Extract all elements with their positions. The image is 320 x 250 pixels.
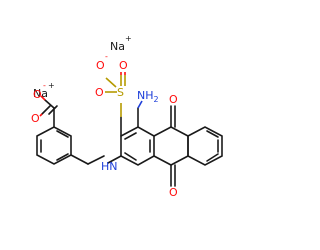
sulfonate-group: O - O O S	[95, 52, 128, 99]
bond-skeleton	[36, 100, 223, 187]
amino-label: NH2	[137, 89, 159, 104]
sulfonate-oxygen-anion: O	[96, 59, 105, 72]
chemical-structure-diagram: Na + Na + O - O O S NH2 O - O HN O O	[31, 34, 223, 199]
sodium-ion-top: Na +	[110, 34, 132, 53]
amino-group: NH2	[137, 89, 159, 104]
amine-link-label: HN	[101, 160, 118, 173]
sodium-charge-top: +	[125, 34, 132, 43]
sodium-ion-left: Na +	[33, 81, 55, 100]
carbonyl-oxygen-bottom: O	[169, 186, 178, 199]
aminoaryl-ring	[120, 126, 155, 166]
carboxylate-group: O - O	[31, 81, 46, 125]
carboxylate-oxygen-charge: -	[43, 81, 46, 90]
sulfonate-oxygen-left: O	[95, 86, 104, 99]
carboxylate-oxygen-anion: O	[33, 88, 42, 101]
benzo-ring	[187, 126, 223, 166]
sodium-charge-left: +	[48, 81, 55, 90]
carboxylate-bonds	[39, 95, 58, 117]
sulfonate-oxygen-top: O	[119, 59, 128, 72]
sulfur-label: S	[117, 86, 124, 99]
sulfonate-oxygen-charge: -	[105, 52, 108, 61]
sulfonate-bonds	[105, 72, 126, 93]
sodium-label-left: Na	[33, 87, 48, 100]
amine-link: HN	[101, 160, 118, 173]
benzoate-ring	[36, 126, 72, 165]
carboxylate-oxygen-double: O	[31, 112, 40, 125]
carbonyl-oxygen-top: O	[169, 93, 178, 106]
sodium-label-top: Na	[110, 40, 125, 53]
